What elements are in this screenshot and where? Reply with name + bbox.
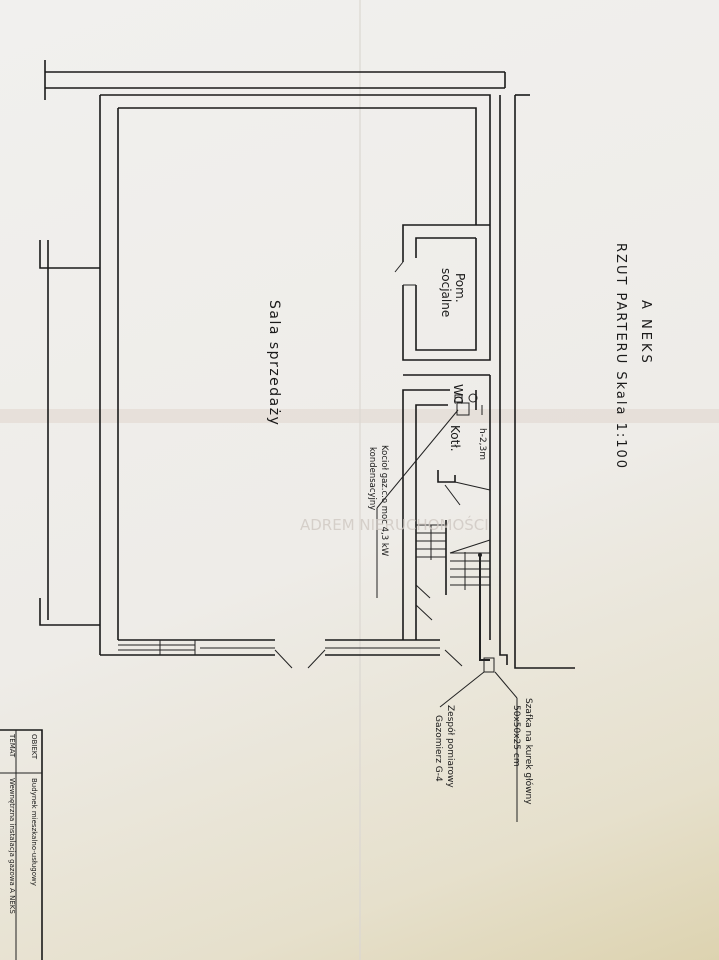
boiler-symbol <box>454 394 463 403</box>
sales-hall-walls <box>99 94 491 669</box>
social-room-label-1: Pom. <box>453 273 467 303</box>
cabinet-annotation-1: Szafka na kurek główny <box>523 698 534 805</box>
social-room-label-2: socjalne <box>439 268 453 317</box>
height-annotation: h-2,3m <box>477 428 487 460</box>
meter-annotation-1: Zespół pomiarowy <box>445 705 456 788</box>
topic-label: TEMAT <box>8 733 16 758</box>
topic-value: Wewnętrzna instalacja gazowa A NEKS <box>8 778 16 914</box>
boiler-room-label: Kotł. <box>448 425 462 452</box>
wc-label: WC <box>451 384 465 404</box>
meter-annotation-2: Gazomierz G-4 <box>433 715 443 782</box>
boiler-annotation-2: kondensacyjny <box>367 447 377 510</box>
watermark: ADREM NIERUCHOMOŚCI <box>300 515 489 534</box>
social-room-walls <box>394 224 491 361</box>
plan-title: A NEKS <box>638 300 653 366</box>
gas-cabinet-symbol <box>483 657 495 673</box>
plan-subtitle: RZUT PARTERU Skala 1:100 <box>613 243 628 470</box>
object-label: OBIEKT <box>30 734 38 760</box>
object-value: Budynek mieszkalno-usługowy <box>30 778 38 886</box>
wc-boiler-stairs-walls <box>376 374 518 822</box>
title-block: OBIEKT TEMAT Budynek mieszkalno-usługowy… <box>0 729 43 960</box>
gas-pipe <box>479 555 490 661</box>
boiler-annotation-1: Kocioł gaz.c.o moc 4,3 kW <box>379 445 389 557</box>
sales-hall-label: Sala sprzedaży <box>266 300 282 426</box>
cabinet-annotation-2: 50x50x25 cm <box>511 705 521 767</box>
exterior-walls <box>39 60 575 669</box>
